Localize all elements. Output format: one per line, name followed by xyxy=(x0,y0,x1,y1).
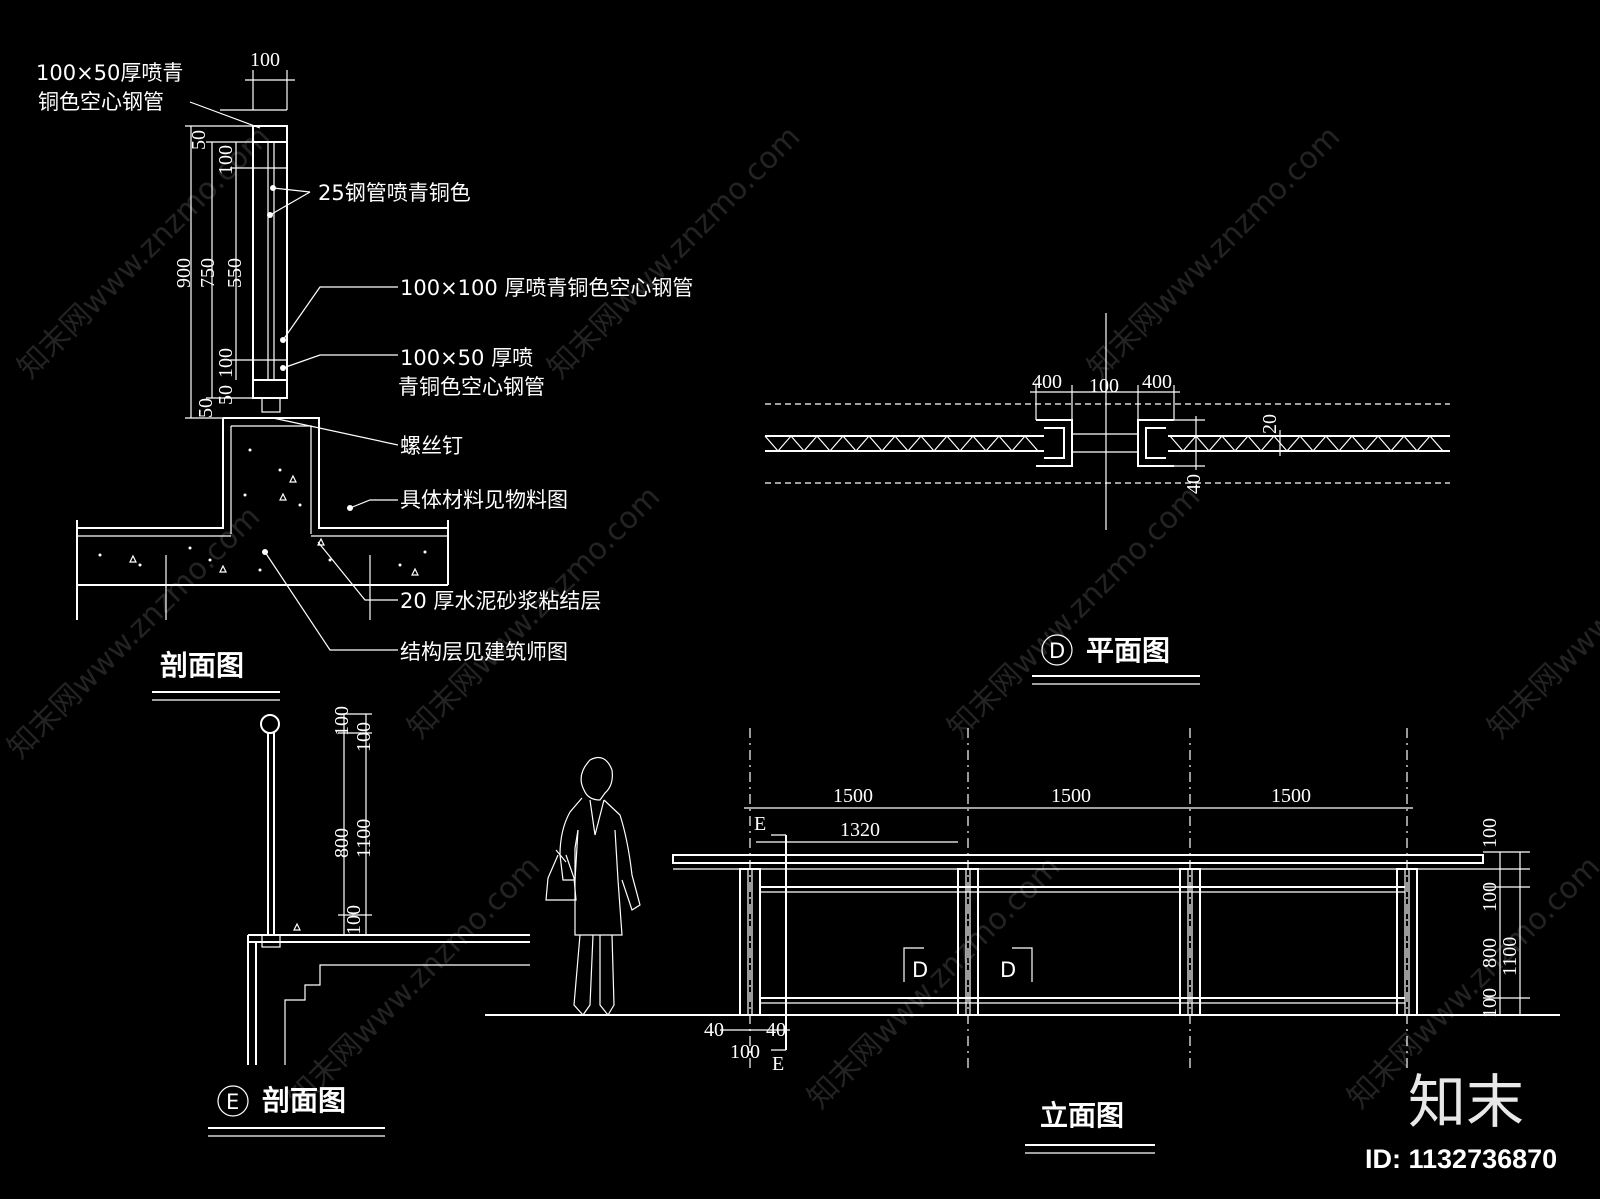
dim-550: 550 xyxy=(224,258,246,288)
title-plan: 平面图 xyxy=(1086,634,1170,667)
elev-d-mark-2: D xyxy=(1000,958,1016,982)
elev-dim-100d: 100 xyxy=(730,1041,760,1063)
label-pipe25: 25钢管喷青铜色 xyxy=(318,181,471,205)
screw-plate xyxy=(261,397,281,413)
dim-top: 100 xyxy=(250,49,280,71)
dim-50b: 50 xyxy=(215,385,237,405)
title-section-e: 剖面图 xyxy=(262,1084,346,1117)
plan-post-left xyxy=(1036,419,1073,467)
e-dim-100c: 100 xyxy=(343,905,365,935)
elev-cut-d-mark xyxy=(903,947,924,982)
leader-dots xyxy=(262,185,353,555)
bottom-plate-pipe xyxy=(252,379,288,399)
dim-100b: 100 xyxy=(215,348,237,378)
e-rail-circle xyxy=(260,714,280,734)
e-dim-800: 800 xyxy=(331,828,353,858)
title-section: 剖面图 xyxy=(160,649,244,682)
watermark-text: 知末网www.znzmo.com xyxy=(11,119,277,385)
e-level-mark xyxy=(293,922,301,931)
watermark-text: 知末网www.znzmo.com xyxy=(801,849,1067,1115)
e-dim-lines xyxy=(338,713,372,936)
plan-dim-lines xyxy=(1030,385,1281,470)
elev-dim-40b: 40 xyxy=(766,1019,786,1041)
aggregate-triangles xyxy=(129,474,419,576)
elev-dim-800: 800 xyxy=(1479,938,1501,968)
plan-marker-circle xyxy=(1041,634,1073,666)
label-pipe100: 100×100 厚喷青铜色空心钢管 xyxy=(400,276,693,300)
label-structure: 结构层见建筑师图 xyxy=(400,640,568,664)
dim-50c: 50 xyxy=(195,398,217,418)
e-dim-1100: 1100 xyxy=(353,819,375,858)
elev-dim-1500b: 1500 xyxy=(1051,785,1091,807)
elev-dim-1500c: 1500 xyxy=(1271,785,1311,807)
elev-posts xyxy=(739,868,1418,1016)
label-screw: 螺丝钉 xyxy=(400,434,463,458)
watermark-text: 知末网www.znzmo.com xyxy=(1481,479,1600,745)
e-marker: E xyxy=(226,1090,239,1114)
elev-cut-e-bottom: E xyxy=(772,1053,784,1075)
plan-post-right xyxy=(1137,419,1174,467)
e-dim-100a: 100 xyxy=(331,706,353,736)
elev-top-rail xyxy=(672,854,1484,864)
top-cap-pipe xyxy=(252,125,288,143)
e-wall xyxy=(247,935,257,1065)
elev-dim-100a: 100 xyxy=(1479,818,1501,848)
brand-logo: 知末 xyxy=(1408,1068,1524,1136)
watermark-text: 知末网www.znzmo.com xyxy=(1,499,267,765)
plan-dim-400b: 400 xyxy=(1142,371,1172,393)
elev-cut-e-top: E xyxy=(754,813,766,835)
elev-dim-100c: 100 xyxy=(1479,988,1501,1018)
e-base-plate xyxy=(261,934,281,948)
plan-dim-100: 100 xyxy=(1089,375,1119,397)
leader-lines xyxy=(189,101,399,651)
concrete-hatch xyxy=(98,448,427,572)
elevation-detail: 1500 1500 1500 1320 E E D D 100 100 800 … xyxy=(485,728,1560,1154)
elev-d-mark-1: D xyxy=(912,958,928,982)
label-pipe100x50-1: 100×50 厚喷 xyxy=(400,346,533,370)
e-marker-circle xyxy=(217,1085,249,1117)
plan-marker: D xyxy=(1049,639,1065,663)
e-step-profile xyxy=(284,964,530,1065)
plan-zigzag-right xyxy=(1169,435,1444,452)
label-top-pipe-2: 铜色空心钢管 xyxy=(38,90,164,114)
plan-dim-40: 40 xyxy=(1183,474,1205,494)
image-id: ID: 1132736870 xyxy=(1365,1144,1557,1174)
elev-cut-d-mark xyxy=(1012,947,1033,982)
plan-detail: 400 100 400 20 40 D 平面图 xyxy=(764,313,1450,685)
watermark-text: 知末网www.znzmo.com xyxy=(281,849,547,1115)
dim-900: 900 xyxy=(173,258,195,288)
person-figure xyxy=(545,757,641,1017)
label-material: 具体材料见物料图 xyxy=(400,488,568,512)
footing-outline-right xyxy=(223,417,448,529)
watermark-text: 知末网www.znzmo.com xyxy=(541,119,807,385)
section-e-detail: 100 100 800 1100 100 E 剖面图 xyxy=(208,706,530,1137)
section-detail: 100 50 100 550 750 900 100 50 50 100×50厚… xyxy=(36,49,693,701)
elev-dim-1320: 1320 xyxy=(840,819,880,841)
dim-750: 750 xyxy=(197,258,219,288)
dim-100a: 100 xyxy=(215,145,237,175)
dim-50a: 50 xyxy=(188,130,210,150)
title-elevation: 立面图 xyxy=(1040,1099,1124,1132)
e-dim-100b: 100 xyxy=(353,722,375,752)
section-dim-lines xyxy=(185,70,295,419)
label-mortar: 20 厚水泥砂浆粘结层 xyxy=(400,589,601,613)
watermark-text: 知末网www.znzmo.com xyxy=(1081,119,1347,385)
elev-dim-lines xyxy=(720,807,1530,1031)
plan-zigzag-left xyxy=(764,435,1039,452)
footing-outline-left xyxy=(77,418,224,529)
plan-dim-20: 20 xyxy=(1259,414,1281,434)
label-pipe100x50-2: 青铜色空心钢管 xyxy=(398,375,545,399)
elev-dim-100b: 100 xyxy=(1479,882,1501,912)
plan-dim-400a: 400 xyxy=(1032,371,1062,393)
elev-dim-1500a: 1500 xyxy=(833,785,873,807)
elev-dim-1100: 1100 xyxy=(1499,937,1521,976)
elev-dim-40a: 40 xyxy=(704,1019,724,1041)
watermark-text: 知末网www.znzmo.com xyxy=(941,479,1207,745)
label-top-pipe-1: 100×50厚喷青 xyxy=(36,61,183,85)
